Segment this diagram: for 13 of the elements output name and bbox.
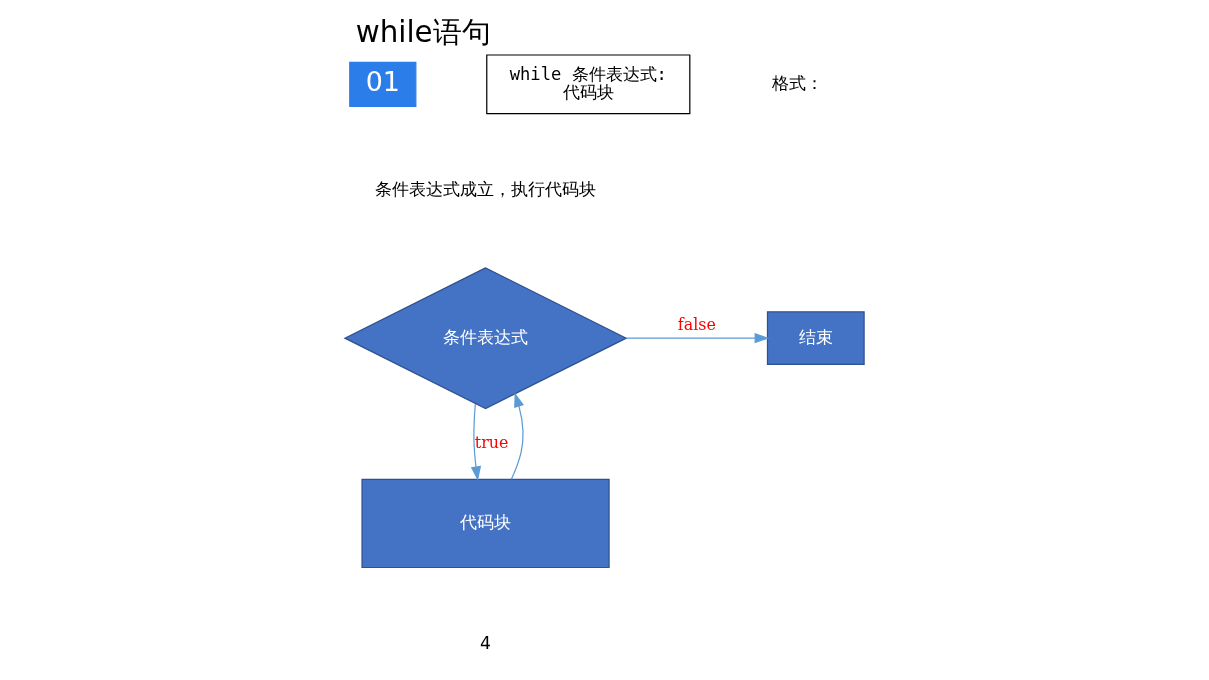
arrow — [625, 333, 770, 344]
label: 01 — [365, 66, 400, 98]
arrow — [470, 403, 482, 482]
arrow — [510, 392, 524, 480]
label: 格式： — [771, 72, 823, 93]
node-box: while 条件表达式: 代码块 — [486, 54, 691, 115]
diagram-title: while语句 — [355, 14, 491, 49]
edge-label: false — [677, 315, 716, 335]
label: 条件表达式成立，执行代码块 — [375, 179, 597, 200]
label: 4 — [480, 633, 491, 654]
edge-label: true — [474, 433, 509, 453]
node-box: 结束 — [766, 311, 865, 366]
node-box: 代码块 — [361, 478, 610, 569]
